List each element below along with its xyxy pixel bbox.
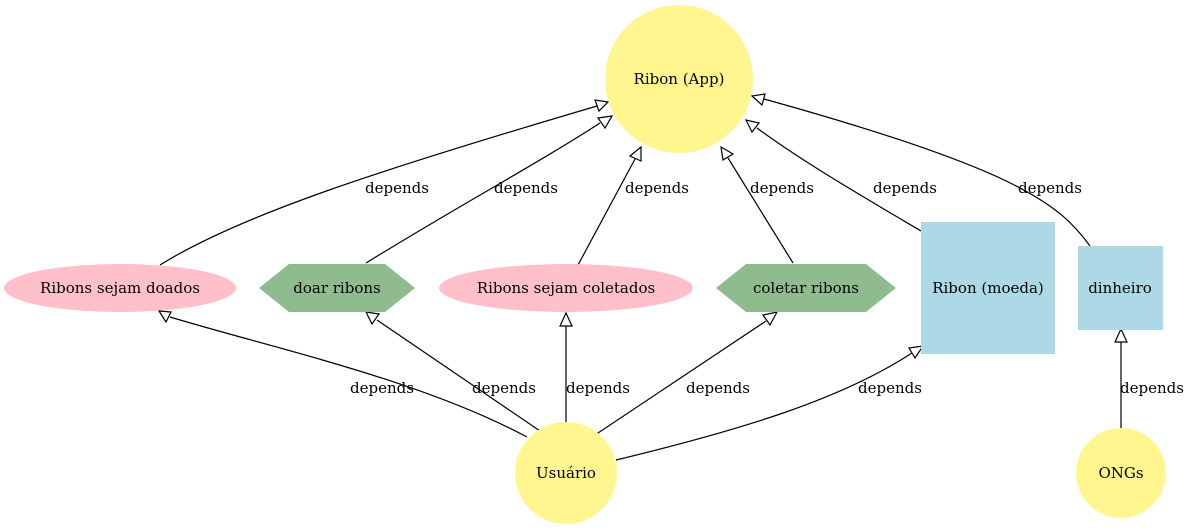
goal-circle: [605, 5, 753, 153]
edge-line: [365, 122, 601, 264]
node-label: Usuário: [536, 464, 596, 482]
edge-line: [615, 352, 913, 461]
node-label: coletar ribons: [753, 279, 859, 297]
arrow-head: [908, 345, 925, 360]
edge-label: depends: [873, 179, 937, 197]
arrow-head: [761, 311, 779, 327]
edge-label: depends: [494, 179, 558, 197]
node-ribons-sejam-doados: Ribons sejam doados: [4, 264, 236, 312]
node-coletar-ribons: coletar ribons: [716, 264, 896, 312]
edge-ongs-dinheiro: depends: [1114, 327, 1184, 428]
arrow-head: [1114, 327, 1128, 343]
edge-label: depends: [858, 379, 922, 397]
edge-moeda-app: depends: [744, 119, 937, 232]
edge-line: [763, 98, 1091, 247]
arrow-head: [720, 145, 735, 161]
edge-label: depends: [1018, 179, 1082, 197]
node-doar-ribons: doar ribons: [259, 264, 415, 312]
requirement-ellipse: [439, 264, 693, 312]
edge-label: depends: [686, 379, 750, 397]
node-label: Ribons sejam doados: [40, 279, 200, 297]
arrow-head: [364, 311, 381, 326]
actor-circle: [1076, 428, 1166, 518]
arrow-head: [559, 311, 573, 327]
resource-rect: [1078, 246, 1163, 330]
edge-label: depends: [1120, 379, 1184, 397]
arrow-head: [750, 93, 766, 107]
node-label: ONGs: [1098, 464, 1143, 482]
node-usuario: Usuário: [515, 422, 617, 524]
node-ribon-app: Ribon (App): [605, 5, 753, 153]
edge-line: [376, 319, 544, 434]
edge-usuario-coletar: depends: [591, 311, 779, 438]
arrow-head: [594, 99, 610, 113]
actor-circle: [515, 422, 617, 524]
node-label: Ribons sejam coletados: [477, 279, 655, 297]
node-label: Ribon (App): [634, 70, 725, 88]
requirement-ellipse: [4, 264, 236, 312]
edge-line: [159, 105, 598, 266]
edge-doar-app: depends: [365, 115, 614, 264]
node-ongs: ONGs: [1076, 428, 1166, 518]
edge-usuario-doar: depends: [364, 311, 544, 434]
edge-doados-app: depends: [159, 99, 610, 266]
edge-line: [577, 158, 636, 266]
edge-coletados-app: depends: [577, 145, 689, 266]
arrow-head: [628, 145, 642, 162]
edge-label: depends: [365, 179, 429, 197]
edge-line: [591, 320, 767, 438]
edge-label: depends: [750, 179, 814, 197]
edge-usuario-coletados: depends: [559, 311, 630, 422]
arrow-head: [157, 310, 172, 324]
arrow-head: [596, 115, 614, 130]
edge-label: depends: [566, 379, 630, 397]
edge-label: depends: [350, 379, 414, 397]
edge-line: [169, 316, 528, 438]
resource-rect: [921, 222, 1055, 354]
node-ribon-moeda: Ribon (moeda): [921, 222, 1055, 354]
edge-line: [727, 157, 794, 264]
edge-usuario-moeda: depends: [615, 345, 925, 461]
node-ribons-sejam-coletados: Ribons sejam coletados: [439, 264, 693, 312]
task-hexagon: [259, 264, 415, 312]
node-label: doar ribons: [293, 279, 380, 297]
task-hexagon: [716, 264, 896, 312]
node-dinheiro: dinheiro: [1078, 246, 1163, 330]
edge-coletar-app: depends: [720, 145, 814, 264]
arrow-head: [744, 119, 761, 134]
edge-label: depends: [472, 379, 536, 397]
node-label: Ribon (moeda): [932, 279, 1044, 297]
node-label: dinheiro: [1088, 279, 1152, 297]
edge-usuario-doados: depends: [157, 310, 528, 438]
edge-dinheiro-app: depends: [750, 93, 1091, 247]
edge-label: depends: [625, 179, 689, 197]
edge-line: [756, 127, 922, 232]
